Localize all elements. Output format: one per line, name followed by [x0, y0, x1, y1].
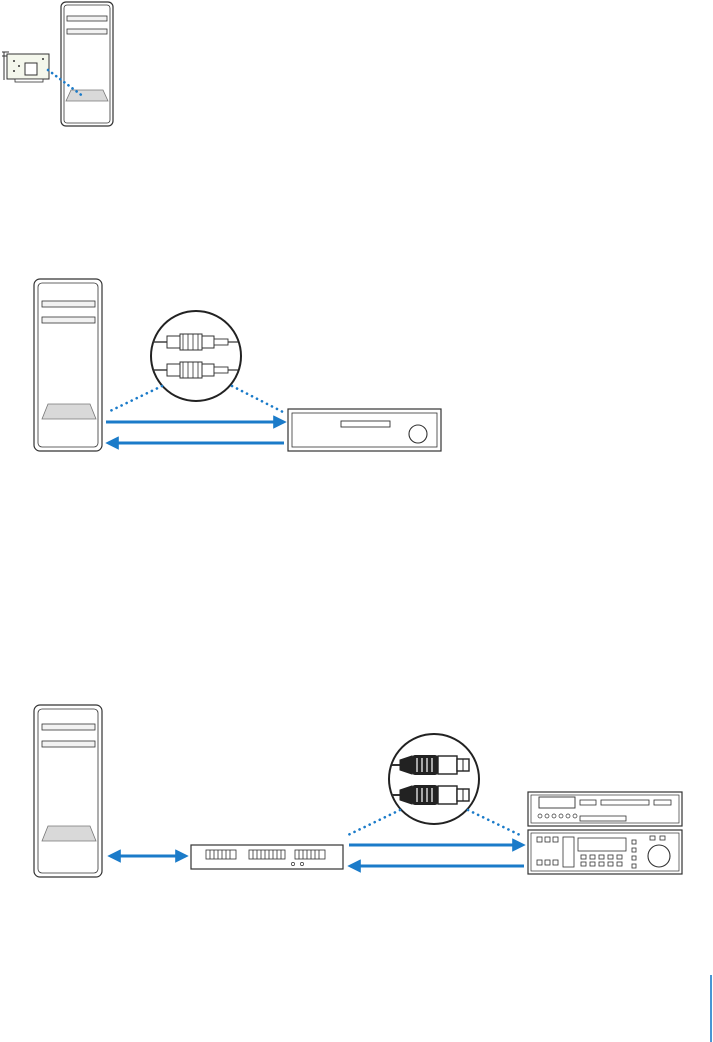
dat-deck-unit [528, 830, 682, 874]
callout-dotted-right [232, 386, 283, 412]
pro-audio-rack-icon [528, 792, 682, 874]
cd-recorder-unit [528, 792, 682, 826]
callout-dotted-left [108, 386, 162, 412]
audio-interface-icon [191, 845, 343, 869]
xlr-connection-diagram [34, 705, 682, 877]
pci-install-diagram [2, 2, 113, 126]
pci-card-icon [2, 52, 49, 82]
callout-dotted-right [468, 810, 522, 836]
callout-dotted-left [348, 810, 400, 835]
tower-computer-icon [34, 279, 102, 451]
xlr-connector-icon [389, 734, 479, 824]
rca-connector-icon [151, 311, 241, 401]
tower-computer-icon [61, 2, 113, 126]
stereo-receiver-icon [288, 409, 441, 451]
tower-computer-icon [34, 705, 102, 877]
rca-connection-diagram [34, 279, 441, 451]
